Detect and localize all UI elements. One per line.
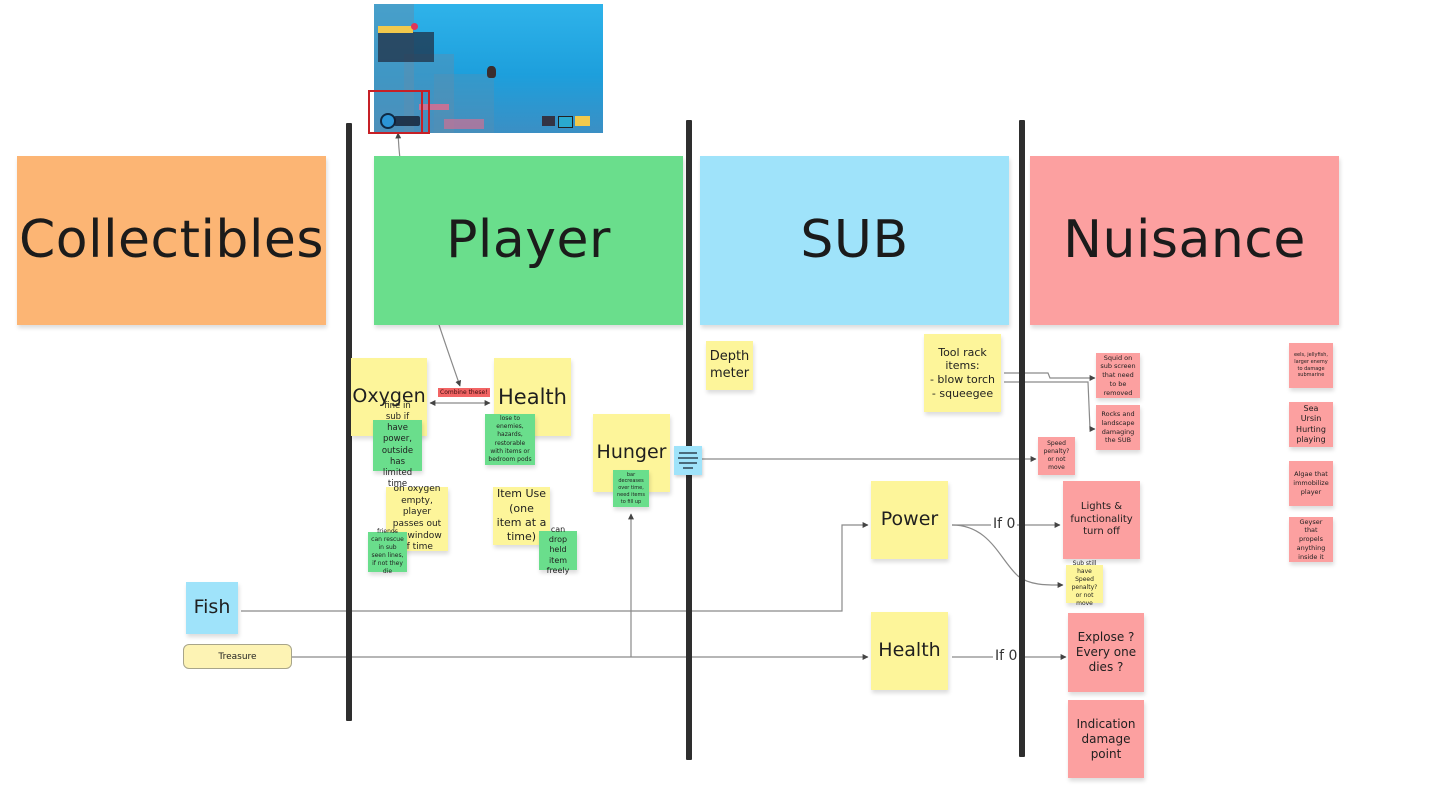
note-depth-meter: Depth meter (706, 341, 753, 390)
note-indication-damage: Indication damage point (1068, 700, 1144, 778)
note-oxygen-detail: fine in sub if have power, outside has l… (373, 401, 422, 489)
note-sub-health: Health (871, 612, 948, 690)
oxygen-hud-indicator (380, 113, 422, 129)
note-enemy: eels, jellyfish, larger enemy to damage … (1289, 343, 1333, 388)
note-squid: Squid on sub screen that need to be remo… (1096, 353, 1140, 398)
note-explode: Explose ? Every one dies ? (1068, 613, 1144, 692)
column-header-collectibles: Collectibles (17, 156, 326, 325)
inventory-slots (542, 116, 598, 128)
note-lights-off: Lights & functionality turn off (1063, 481, 1140, 559)
note-rocks: Rocks and landscape damaging the SUB (1096, 405, 1140, 450)
note-geyser: Geyser that propels anything inside it (1289, 517, 1333, 562)
label-if-zero-health: If 0 (993, 648, 1020, 664)
note-treasure: Treasure (183, 644, 292, 669)
note-friends-rescue: friends can rescue in sub seen lines, if… (368, 528, 407, 575)
game-screenshot-thumbnail (374, 4, 603, 133)
text-lines-icon[interactable] (674, 446, 702, 475)
note-fish: Fish (186, 582, 238, 634)
diver-character (487, 66, 496, 78)
connector-toolrack-to-squid (1004, 372, 1096, 381)
screenshot-highlight-outline (368, 90, 430, 134)
column-divider-1 (346, 123, 352, 721)
quest-title-bar (378, 26, 413, 33)
column-divider-3 (1019, 120, 1025, 757)
label-if-zero-power: If 0 (991, 516, 1018, 532)
note-algae: Algae that immobilize player (1289, 461, 1333, 506)
label-combine-these: Combine these! (438, 388, 490, 397)
note-sub-speed-penalty: Sub still have Speed penalty? or not mov… (1066, 560, 1103, 607)
quest-panel (378, 32, 434, 62)
close-badge-icon (411, 23, 418, 30)
connector-power-to-sub-speed (951, 524, 1064, 589)
column-header-player: Player (374, 156, 683, 325)
note-speed-penalty: Speed penalty? or not move (1038, 437, 1075, 475)
note-drop-item: can drop held item freely (539, 525, 577, 575)
connector-toolrack-to-rocks (1004, 381, 1096, 432)
note-sub-power: Power (871, 481, 948, 559)
note-tool-rack: Tool rack items: - blow torch - squeegee (924, 334, 1001, 412)
column-header-sub: SUB (700, 156, 1009, 325)
column-divider-2 (686, 120, 692, 760)
column-header-nuisance: Nuisance (1030, 156, 1339, 325)
note-sea-ursin: Sea Ursin Hurting playing (1289, 402, 1333, 447)
note-hunger-detail: bar decreases over time, need items to f… (613, 470, 649, 507)
note-player-health-detail: lose to enemies, hazards, restorable wit… (485, 414, 535, 465)
